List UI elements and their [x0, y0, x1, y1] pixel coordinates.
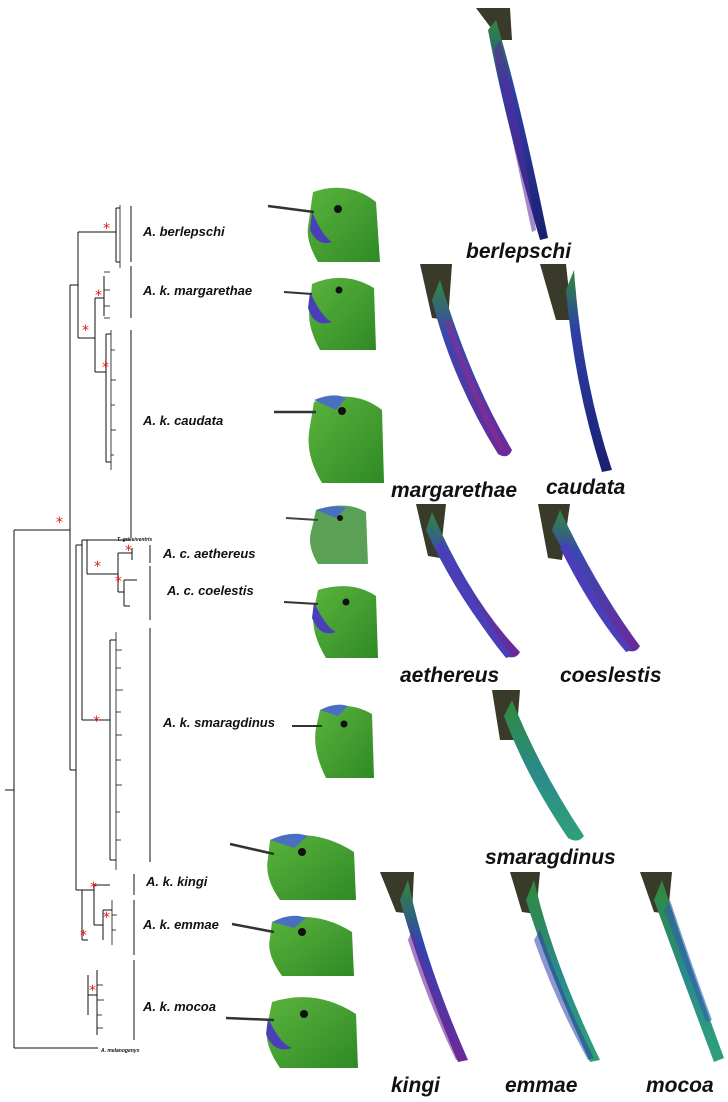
- clade-bars: [131, 206, 150, 1040]
- clade-labels: A. berlepschi A. k. margarethae A. k. ca…: [100, 224, 275, 1054]
- support-asterisk: *: [103, 221, 110, 237]
- tail-label-smaragdinus: smaragdinus: [485, 846, 616, 869]
- bird-head-caudata: [274, 395, 384, 483]
- bird-head-aethereus: [286, 505, 368, 564]
- bird-head-illustrations: [226, 188, 384, 1068]
- tail-illustrations: [380, 8, 724, 1062]
- bird-head-kingi: [230, 834, 356, 900]
- tail-aethereus: [416, 504, 520, 658]
- tail-label-emmae: emmae: [505, 1074, 578, 1097]
- support-asterisk: *: [90, 880, 97, 896]
- clade-label-smaragdinus: A. k. smaragdinus: [162, 715, 275, 730]
- tail-emmae: [510, 872, 600, 1062]
- outgroup-label-melanogenys: A. melanogenys: [100, 1048, 140, 1054]
- support-asterisk: *: [82, 323, 89, 339]
- tail-label-aethereus: aethereus: [400, 664, 499, 687]
- tail-label-mocoa: mocoa: [646, 1074, 714, 1097]
- tail-label-coeslestis: coeslestis: [560, 664, 662, 687]
- bird-head-mocoa: [226, 997, 358, 1068]
- clade-label-aethereus: A. c. aethereus: [162, 546, 256, 561]
- clade-label-caudata: A. k. caudata: [142, 413, 223, 428]
- tail-label-margarethae: margarethae: [391, 479, 517, 502]
- tail-label-berlepschi: berlepschi: [466, 240, 572, 263]
- support-asterisk: *: [94, 559, 101, 575]
- tail-label-kingi: kingi: [391, 1074, 441, 1097]
- support-asterisk: *: [103, 910, 110, 926]
- tail-label-caudata: caudata: [546, 476, 626, 499]
- clade-label-kingi: A. k. kingi: [145, 874, 208, 889]
- clade-label-mocoa: A. k. mocoa: [142, 999, 216, 1014]
- support-asterisk: *: [80, 928, 87, 944]
- support-asterisk: *: [89, 983, 96, 999]
- clade-label-margarethae: A. k. margarethae: [142, 283, 252, 298]
- phylogenetic-tree: [5, 208, 137, 1048]
- bird-head-smaragdinus: [292, 705, 374, 778]
- clade-label-coelestis: A. c. coelestis: [166, 583, 254, 598]
- support-asterisk: *: [125, 543, 132, 559]
- support-asterisk: *: [102, 360, 109, 376]
- tail-kingi: [380, 872, 468, 1062]
- bird-head-margarethae: [284, 278, 376, 350]
- clade-label-berlepschi: A. berlepschi: [142, 224, 225, 239]
- bird-head-emmae: [232, 916, 354, 976]
- tail-coeslestis: [538, 504, 640, 652]
- bird-head-coelestis: [284, 586, 378, 658]
- tail-berlepschi: [476, 8, 548, 240]
- support-asterisk: *: [115, 574, 122, 590]
- tail-smaragdinus: [492, 690, 584, 841]
- support-asterisk: *: [93, 714, 100, 730]
- outgroup-label-griseiventris: T. griseiventris: [117, 537, 152, 543]
- tail-caudata: [540, 264, 612, 472]
- bird-head-berlepschi: [268, 188, 380, 262]
- support-asterisk: *: [95, 288, 102, 304]
- support-asterisk: *: [56, 515, 63, 531]
- tail-mocoa: [640, 872, 724, 1062]
- tip-clusters: [97, 205, 123, 1028]
- clade-label-emmae: A. k. emmae: [142, 917, 219, 932]
- tail-margarethae: [420, 264, 512, 456]
